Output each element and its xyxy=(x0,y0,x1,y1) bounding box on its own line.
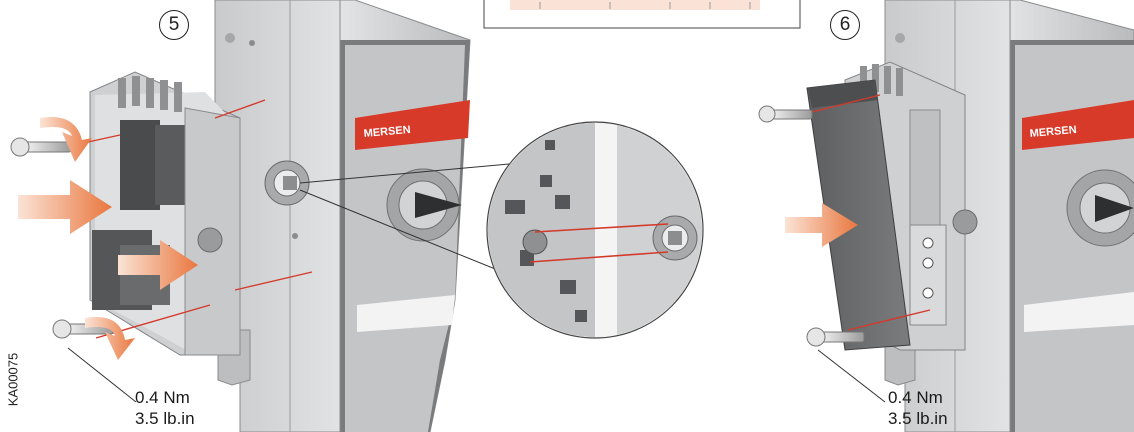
left-screw-top xyxy=(10,137,72,157)
right-guide-lines xyxy=(799,94,931,331)
top-scale-box xyxy=(483,0,801,29)
detail-magnifier xyxy=(299,121,704,339)
left-rotation-arrow-top xyxy=(40,116,92,162)
left-switch-body xyxy=(214,0,471,432)
figure-code: KA00075 xyxy=(5,352,21,407)
right-screw-bottom xyxy=(806,327,865,347)
left-torque-leader xyxy=(67,347,137,403)
step-number-6: 6 xyxy=(830,10,860,40)
left-rotation-arrow-bottom xyxy=(85,316,135,360)
step-number-5: 5 xyxy=(159,10,189,40)
left-push-arrow-1 xyxy=(18,180,112,234)
right-screw-top xyxy=(758,105,813,123)
right-cover-plate xyxy=(806,79,911,351)
torque-lbin-left: 3.5 lb.in xyxy=(135,409,195,428)
brand-logo-right: MERSEN xyxy=(1029,124,1077,140)
torque-nm-left: 0.4 Nm xyxy=(135,388,190,407)
torque-nm-right: 0.4 Nm xyxy=(888,388,943,407)
right-torque-leader xyxy=(817,349,886,403)
right-push-arrow xyxy=(785,203,858,247)
left-push-arrow-2 xyxy=(118,240,198,290)
left-aux-contact xyxy=(89,71,241,356)
torque-lbin-right: 3.5 lb.in xyxy=(888,409,948,428)
brand-logo-left: MERSEN xyxy=(363,124,411,140)
